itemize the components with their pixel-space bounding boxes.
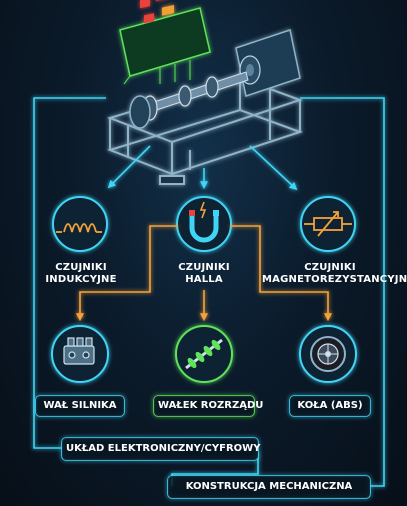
magnet-icon <box>189 201 219 243</box>
sensor-inductive-node <box>52 196 108 252</box>
resistor-icon <box>304 211 352 237</box>
target-camshaft-label: WAŁEK ROZRZĄDU <box>154 396 263 416</box>
test-bench-illustration <box>106 0 304 185</box>
target-engine-node <box>51 325 109 383</box>
target-camshaft-node <box>175 325 233 383</box>
target-engine-label: WAŁ SILNIKA <box>36 396 124 416</box>
engine-icon <box>63 337 95 365</box>
sensor-hall-label: CZUJNIKI HALLA <box>178 262 230 285</box>
sensor-hall-node <box>176 196 232 252</box>
motor-icon <box>235 29 301 97</box>
orange-connectors <box>76 225 332 322</box>
target-wheels-label: KOŁA (ABS) <box>290 396 370 416</box>
sensor-magnetoresistive-node <box>300 196 356 252</box>
camshaft-icon <box>185 338 223 370</box>
sensor-inductive-label: CZUJNIKI INDUKCYJNE <box>45 262 117 285</box>
wheel-icon <box>310 336 346 372</box>
coil-icon <box>56 223 102 233</box>
shaft-icon <box>129 71 249 129</box>
electronic-system-label: UKŁAD ELEKTRONICZNY/CYFROWY <box>62 438 260 460</box>
bench-frame-icon <box>106 76 304 185</box>
circuit-board-icon <box>119 0 211 85</box>
target-wheels-node <box>299 325 357 383</box>
mechanical-construction-label: KONSTRUKCJA MECHANICZNA <box>168 476 370 498</box>
sensor-magnetoresistive-label: CZUJNIKI MAGNETOREZYSTANCYJNE <box>262 262 407 285</box>
